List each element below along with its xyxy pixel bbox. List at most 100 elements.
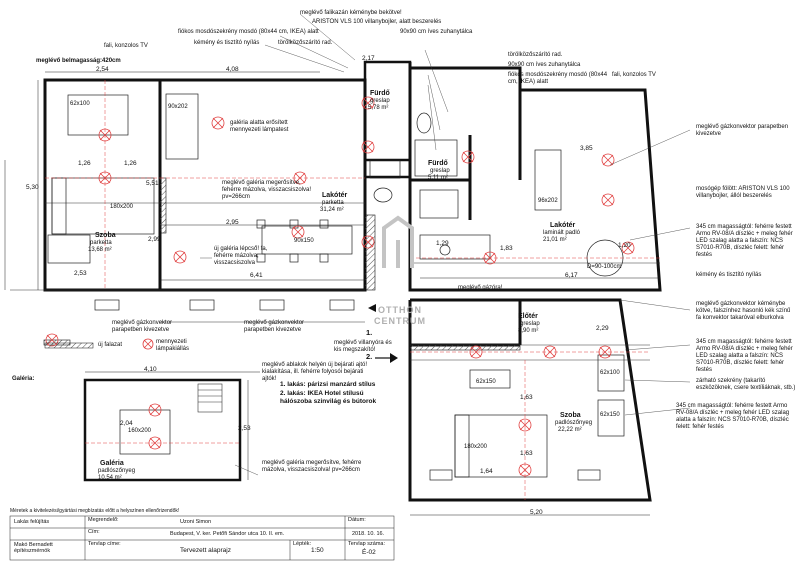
room-furdo-2-floor: greslap bbox=[430, 168, 450, 174]
tb-sheet-label: Tervlap címe: bbox=[88, 541, 121, 547]
note-fali-tv-2: fali, konzolos TV bbox=[612, 72, 656, 78]
dim-2-53-b: 2,53 bbox=[238, 425, 251, 432]
room-galeria-floor: padlószőnyeg bbox=[98, 468, 136, 474]
furniture-bed-3: 160x200 bbox=[128, 428, 152, 434]
furniture-sofa-3: 62x150 bbox=[600, 412, 620, 418]
room-szoba-1-area: 13,68 m² bbox=[88, 247, 112, 253]
note-fiokos-2: fiókos mosdószekrény mosdó (80x44 cm, IK… bbox=[508, 72, 608, 85]
furniture-table-2: D=90-100cm bbox=[587, 264, 622, 270]
room-szoba-2-name: Szoba bbox=[560, 412, 581, 419]
note-mennyezet-2: 345 cm magasságtól: fehérre festett Armo… bbox=[696, 339, 793, 373]
note-fiokos-1: fiókos mosdószekrény mosdó (80x44 cm, IK… bbox=[178, 29, 319, 35]
ceiling-lamp-markers bbox=[45, 96, 635, 477]
note-galeria-megerositve: meglévő galéria megerősítve, fehérre máz… bbox=[222, 180, 312, 200]
dim-2-53: 2,53 bbox=[74, 270, 87, 277]
sofa-2 bbox=[534, 149, 562, 211]
dim-1-64: 1,64 bbox=[480, 468, 493, 475]
disclaimer: Méretek a kivitelezési/gyártási megbízat… bbox=[10, 508, 180, 514]
note-mennyezet-3: 345 cm magasságtól: fehérre festett Armo… bbox=[676, 403, 790, 430]
note-falikazan: meglévő falikazán kéménybe bekötve! bbox=[300, 10, 402, 16]
note-zuhany-1: 90x90 cm íves zuhanytálca bbox=[400, 29, 473, 35]
room-eloter-floor: greslap bbox=[520, 321, 540, 327]
room-szoba-2-area: 22,22 m² bbox=[558, 427, 582, 433]
legend-uj-falazat: új falazat bbox=[98, 342, 123, 348]
tb-designer: Makó Bernadett építészmérnök bbox=[14, 542, 53, 554]
note-uj-galeria: új galéria lépcső! fa, fehérre mázolva, … bbox=[214, 246, 268, 266]
tb-project: Lakás felújítás bbox=[14, 519, 50, 525]
dim-3-85: 3,85 bbox=[580, 145, 593, 152]
room-galeria-area: 10,54 m² bbox=[98, 475, 122, 481]
note-kemeny-2: kémény és tisztító nyílás bbox=[696, 272, 762, 278]
room-furdo-1-floor: greslap bbox=[370, 98, 390, 104]
title-block-lines bbox=[9, 515, 395, 561]
note-lakas-1: 1. lakás: párizsi manzárd stílus bbox=[280, 381, 376, 388]
room-furdo-2-name: Fürdő bbox=[428, 160, 448, 167]
furniture-table-1: 90x150 bbox=[294, 238, 314, 244]
room-lakoter-2-name: Lakótér bbox=[550, 222, 576, 229]
note-fali-tv-1: fali, konzolos TV bbox=[104, 43, 148, 49]
note-galeria-megerositve-3: meglévő galéria megerősítve, fehérre máz… bbox=[262, 460, 362, 473]
dim-5-20: 5,20 bbox=[530, 509, 543, 516]
dim-2-95: 2,95 bbox=[226, 219, 239, 226]
dim-2-99: 2,99 bbox=[148, 236, 161, 243]
bed-1 bbox=[51, 177, 155, 235]
furniture-wardrobe-3: 62x100 bbox=[600, 370, 620, 376]
gallery-plan-walls bbox=[83, 378, 242, 482]
dim-5-51: 5,51 bbox=[146, 180, 159, 187]
watermark-line-1: OTTHON bbox=[378, 305, 422, 315]
galeria-section-title: Galéria: bbox=[12, 376, 35, 382]
dimension-lines bbox=[4, 71, 660, 516]
entry-markers bbox=[368, 304, 398, 363]
leader-lines bbox=[200, 13, 691, 476]
note-kemeny-1: kémény és tisztító nyílás bbox=[194, 40, 260, 46]
room-furdo-1-name: Fürdő bbox=[370, 90, 390, 97]
room-szoba-1-name: Szoba bbox=[95, 232, 116, 239]
marker-1: 1. bbox=[366, 328, 373, 337]
furniture-bed-2: 180x200 bbox=[464, 444, 488, 450]
watermark-logo bbox=[382, 215, 414, 268]
tb-sheet-no-label: Tervlap száma: bbox=[348, 541, 385, 547]
wardrobe-1 bbox=[165, 93, 199, 160]
furniture bbox=[47, 93, 625, 481]
note-gazora: meglévő gázóra! bbox=[458, 285, 503, 291]
note-galeria-lamp: galéria alatta erősített mennyezeti lámp… bbox=[230, 120, 289, 133]
dim-2-29: 2,29 bbox=[596, 325, 609, 332]
note-gazkonv-left-2: meglévő gázkonvektor parapetben kivezetv… bbox=[244, 320, 305, 333]
tb-scale: 1:50 bbox=[311, 547, 324, 554]
tb-client: Uzoni Simon bbox=[180, 519, 212, 525]
note-gazkonv-right: meglévő gázkonvektor parapetben kivezetv… bbox=[696, 124, 789, 137]
wardrobe-2 bbox=[469, 369, 511, 389]
note-ariston-1: ARISTON VLS 100 villanybojler, alatt bes… bbox=[312, 19, 442, 25]
legend-swatches bbox=[44, 338, 154, 350]
wardrobe-3 bbox=[597, 354, 625, 392]
dim-6-41: 6,41 bbox=[250, 272, 263, 279]
note-zuhany-2: 90x90 cm íves zuhanytálca bbox=[508, 62, 581, 68]
dim-5-30: 5,30 bbox=[26, 184, 39, 191]
note-ablak: meglévő ablakok helyén új bejárati ajtó!… bbox=[262, 362, 368, 382]
tb-date-label: Dátum: bbox=[348, 517, 366, 523]
furniture-sofa-1: 62x100 bbox=[70, 101, 90, 107]
room-lakoter-1-area: 31,24 m² bbox=[320, 207, 344, 213]
dim-6-17: 6,17 bbox=[565, 272, 578, 279]
ceiling-height-note: meglévő belmagasság:420cm bbox=[36, 58, 121, 64]
interior-lines bbox=[10, 202, 660, 361]
note-villanyora: meglévő villanyóra és kis megszakító! bbox=[334, 340, 392, 353]
note-torlo-1: törölközőszárító rad. bbox=[278, 40, 333, 46]
room-furdo-1-area: 5,78 m² bbox=[368, 105, 389, 111]
dim-2-54: 2,54 bbox=[96, 66, 109, 73]
dim-1-83: 1,83 bbox=[500, 245, 513, 252]
note-torlo-2: törölközőszárító rad. bbox=[508, 52, 563, 58]
room-lakoter-2-floor: laminált padló bbox=[543, 230, 581, 236]
sofa-3 bbox=[597, 399, 625, 437]
legend-lampa: mennyezeti lámpakiállás bbox=[156, 339, 190, 352]
tb-date: 2018. 10. 16. bbox=[352, 531, 385, 537]
room-szoba-2-floor: padlószőnyeg bbox=[555, 420, 593, 426]
table-1 bbox=[261, 225, 353, 255]
note-gazkonv-eloter: meglévő gázkonvektor kéménybe kötve, fal… bbox=[696, 301, 791, 321]
furniture-wardrobe-2: 62x150 bbox=[476, 379, 496, 385]
room-galeria-name: Galéria bbox=[100, 460, 124, 467]
gallery-stairs bbox=[197, 383, 223, 413]
marker-2: 2. bbox=[366, 352, 373, 361]
room-eloter-area: 8,90 m² bbox=[518, 328, 539, 334]
